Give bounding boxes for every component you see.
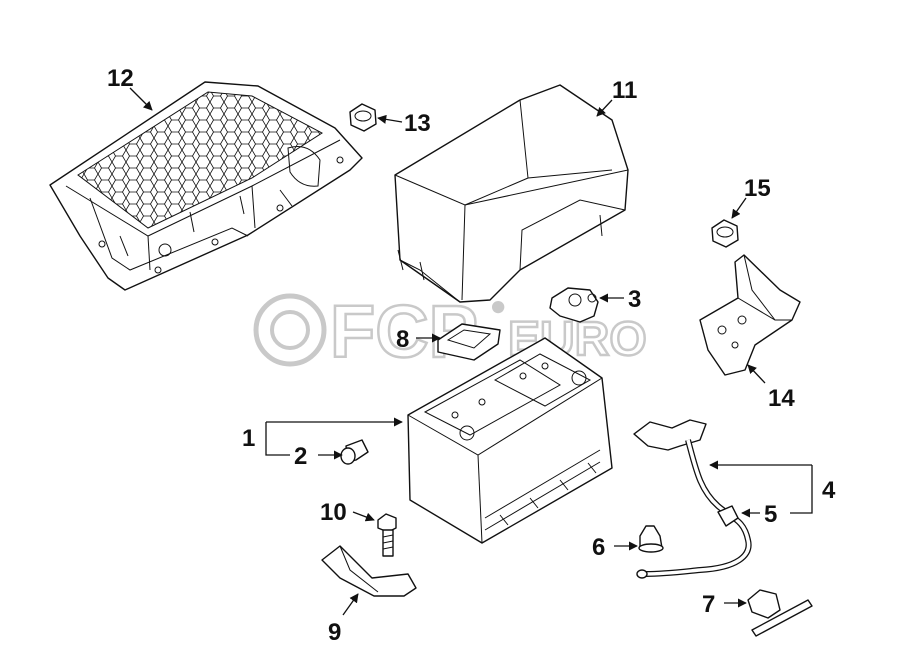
callout-1: 1 (242, 425, 255, 452)
callout-8: 8 (396, 326, 409, 353)
part-14-fuse-box (699, 254, 801, 376)
part-10-bolt (377, 513, 397, 557)
part-2-plug (340, 439, 369, 465)
callout-9: 9 (328, 619, 341, 646)
callout-4: 4 (822, 477, 836, 504)
watermark-logo-inner-icon (270, 310, 310, 350)
part-8-pad (437, 323, 501, 361)
part-9-bracket (321, 545, 417, 597)
callout-15: 15 (744, 175, 771, 202)
callout-13: 13 (404, 110, 431, 137)
part-15-nut (711, 219, 739, 248)
part-3-terminal-clamp (549, 287, 599, 323)
callout-12: 12 (107, 65, 134, 92)
callout-3: 3 (628, 286, 641, 313)
watermark-logo-ring-icon (253, 293, 327, 367)
part-12-battery-cover (49, 81, 363, 291)
part-13-nut (349, 103, 377, 132)
watermark-registered: ® (493, 299, 504, 315)
callout-6: 6 (592, 534, 605, 561)
part-6-grommet (638, 525, 664, 553)
callout-5: 5 (764, 501, 777, 528)
part-11-battery-housing (394, 84, 629, 303)
callouts: 12 13 11 15 3 8 14 1 2 4 5 10 6 7 9 (107, 65, 836, 646)
callout-2: 2 (294, 443, 307, 470)
part-4-ground-cable (633, 419, 752, 579)
leader-lines (129, 87, 813, 616)
callout-14: 14 (768, 385, 795, 412)
part-7-clip (747, 589, 813, 637)
part-1-battery (407, 337, 613, 544)
callout-10: 10 (320, 499, 347, 526)
callout-7: 7 (702, 591, 715, 618)
callout-11: 11 (612, 77, 637, 104)
